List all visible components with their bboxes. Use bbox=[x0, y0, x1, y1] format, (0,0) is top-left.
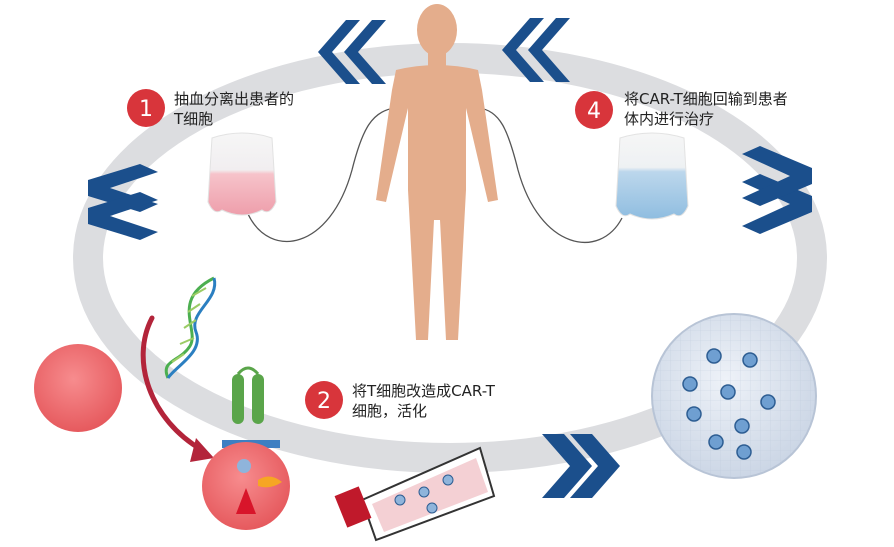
t-cell-icon bbox=[34, 344, 122, 432]
step-4-number: 4 bbox=[587, 99, 601, 124]
tube-right bbox=[477, 107, 623, 243]
step-2-badge: 2 bbox=[305, 381, 343, 419]
chevron-left-icon bbox=[88, 164, 158, 240]
car-t-cell-icon bbox=[202, 442, 290, 530]
transform-arrowhead-icon bbox=[190, 438, 214, 462]
cell-signal-icon bbox=[236, 459, 282, 514]
step-1-label-line2: T细胞 bbox=[173, 110, 213, 128]
dna-icon bbox=[164, 276, 217, 379]
transform-arrow-icon bbox=[140, 315, 205, 453]
chevron-bottom-icon bbox=[542, 434, 620, 498]
step-2-number: 2 bbox=[317, 389, 331, 414]
step-2-label-line1: 将T细胞改造成CAR-T bbox=[352, 382, 496, 400]
car-t-cell-cluster bbox=[682, 348, 776, 460]
chevron-top-left-icon bbox=[318, 20, 386, 84]
step-1-label-line1: 抽血分离出患者的 bbox=[174, 90, 294, 108]
chevron-top-right-icon bbox=[502, 18, 570, 82]
step-4-label-line2: 体内进行治疗 bbox=[624, 110, 714, 128]
step-4-badge: 4 bbox=[575, 91, 613, 129]
culture-flask-icon bbox=[334, 446, 496, 542]
cycle-ring bbox=[73, 43, 827, 473]
step-1-number: 1 bbox=[139, 97, 153, 122]
blood-bag-icon bbox=[207, 132, 277, 216]
step-1-badge: 1 bbox=[127, 89, 165, 127]
human-body-icon bbox=[376, 4, 498, 340]
tube-left bbox=[247, 107, 397, 242]
infusion-bag-icon bbox=[615, 132, 689, 220]
step-2-label-line2: 细胞，活化 bbox=[352, 402, 427, 420]
step-4-label-line1: 将CAR-T细胞回输到患者 bbox=[624, 90, 788, 108]
chevron-right-icon bbox=[742, 146, 812, 234]
